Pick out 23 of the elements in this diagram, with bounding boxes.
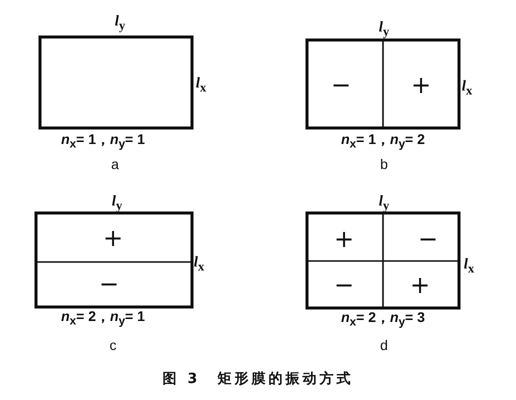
dimension-label: l$_{y}$: [114, 14, 126, 32]
phase-sign: −: [98, 272, 120, 296]
mode-label: n$_{x}$= 2，n$_{y}$= 3: [341, 310, 425, 328]
phase-sign: +: [102, 226, 124, 250]
dimension-label: l$_{x}$: [196, 76, 206, 94]
phase-sign: −: [330, 73, 352, 97]
panel-letter: c: [110, 338, 116, 352]
phase-sign: −: [418, 227, 438, 251]
mode-label: n$_{x}$= 1，n$_{y}$= 1: [61, 132, 145, 150]
dimension-label: l$_{y}$: [378, 20, 390, 38]
phase-sign: +: [410, 73, 432, 97]
figure-caption: 图 3 矩形膜的振动方式: [162, 372, 354, 386]
panel-letter: a: [111, 157, 119, 171]
panel-letter: b: [380, 157, 388, 171]
phase-sign: +: [334, 227, 354, 251]
dimension-label: l$_{x}$: [194, 255, 204, 273]
phase-sign: +: [410, 273, 430, 297]
dimension-label: l$_{x}$: [464, 257, 474, 275]
mode-label: n$_{x}$= 1，n$_{y}$= 2: [341, 132, 425, 150]
phase-sign: −: [334, 273, 354, 297]
panel-letter: d: [380, 338, 388, 352]
dimension-label: l$_{x}$: [462, 79, 472, 97]
mode-label: n$_{x}$= 2，n$_{y}$= 1: [61, 308, 145, 328]
